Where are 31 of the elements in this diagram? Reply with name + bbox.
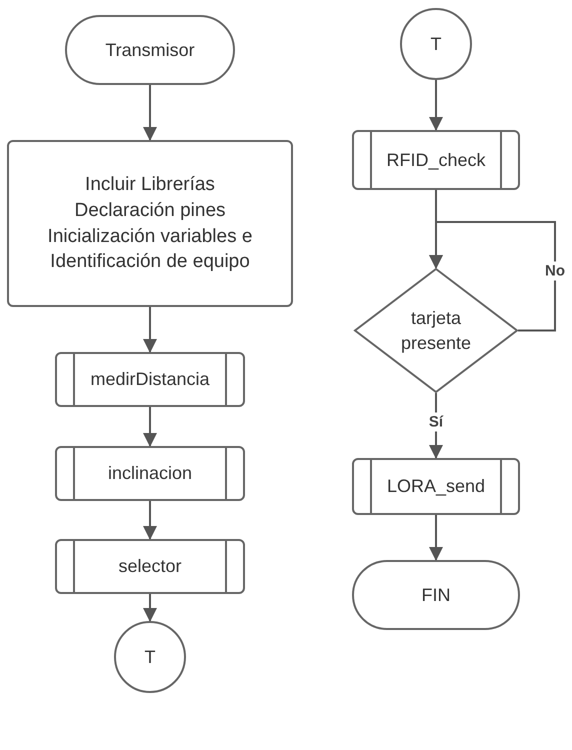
node-label: selector: [117, 555, 183, 578]
node-label: Declaración pines: [73, 198, 227, 223]
arrow: [429, 515, 443, 561]
node-label: Transmisor: [104, 38, 196, 62]
node-label: LORA_send: [386, 475, 486, 498]
node-label: FIN: [420, 584, 452, 607]
edge-label: No: [543, 262, 567, 281]
subroutine-box: [55, 446, 245, 501]
node-label: Identificación de equipo: [49, 250, 251, 274]
node-label: Incluir Librerías: [84, 173, 216, 198]
arrow: [143, 85, 157, 141]
arrow: [429, 221, 556, 332]
edge-label: Sí: [426, 412, 446, 431]
subroutine-box: [55, 539, 245, 594]
node-label: RFID_check: [385, 148, 487, 172]
process-box: [7, 140, 293, 307]
arrow: [143, 501, 157, 540]
node-label: medirDistancia: [89, 368, 211, 392]
subroutine-box: [352, 130, 520, 190]
node-label: Inicialización variables e: [46, 224, 254, 248]
node-label: inclinacion: [106, 462, 194, 486]
node-label: T: [430, 32, 442, 56]
subroutine-box: [55, 352, 245, 407]
node-label: T: [144, 646, 156, 669]
arrow: [143, 407, 157, 447]
arrow: [143, 594, 157, 622]
subroutine-box: [352, 458, 520, 515]
node-label: tarjeta presente: [400, 307, 472, 355]
arrow: [429, 80, 443, 131]
arrow: [143, 307, 157, 353]
decision-diamond: [354, 268, 518, 393]
